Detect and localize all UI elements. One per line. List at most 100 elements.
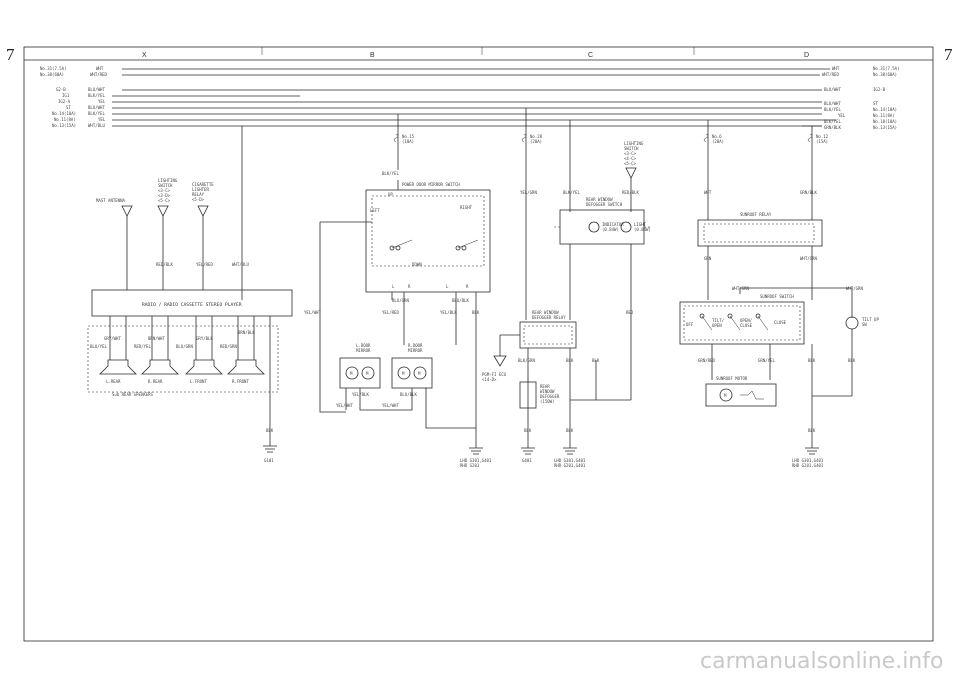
sub-speakers-label: Sub REAR SPEAKERS [112, 392, 154, 397]
feed-destination: No.13(15A) [873, 125, 897, 130]
r-mirror-label: MIRROR [408, 348, 423, 353]
column-label-d: D [804, 52, 809, 59]
feed-destination: No.38(60A) [873, 72, 897, 77]
sunroof-switch-box [679, 301, 805, 345]
feed-destination: No.18(10A) [873, 119, 897, 124]
fuse-15-label: No.15 [402, 134, 415, 139]
indicator-lamp-icon [588, 221, 600, 233]
feed-destination: ST [873, 101, 878, 106]
sunroof-motor-label: SUNROOF MOTOR [716, 376, 748, 381]
r-mirror-label: R.DOOR [408, 343, 423, 348]
fuse-28-label: No.28 [530, 134, 543, 139]
feed-source: IG1 [62, 93, 70, 98]
wire-red: RED [626, 310, 634, 315]
wire-blk: BLK [592, 358, 600, 363]
cigarette-relay-ref: CIGARETTE [192, 182, 214, 187]
wire-blk: BLK [566, 428, 574, 433]
switch-r-label: R [408, 284, 411, 289]
heater-label: WINDOW [540, 389, 555, 394]
switch-tilt-open-label: TILT/ [712, 318, 725, 323]
sunroof-relay-box [697, 219, 823, 247]
sunroof-motor-box [705, 383, 777, 407]
column-label-b: B [370, 52, 375, 59]
sunroof-section: WHT GRN/BLK SUNROOF RELAY GRN WHT/GRN WH… [679, 190, 879, 468]
ground-label: LHD G301,G401 [554, 458, 586, 463]
connector-arrow-icon [157, 205, 169, 217]
motor-icon [361, 366, 375, 380]
heater-label: DEFOGGER [540, 394, 560, 399]
wire-grn-red: GRN/RED [698, 358, 715, 363]
l-mirror-label: L.DOOR [356, 343, 371, 348]
motor-m: M [366, 371, 369, 376]
defogger-heater-icon [519, 381, 537, 409]
light-lamp-icon [620, 221, 632, 233]
defogger-section: YEL/GRN BLK/YEL RED/BLK LIGHTING SWITCH … [482, 126, 652, 468]
lighting-switch-ref: LIGHTING [158, 178, 178, 183]
fuse-28-rating: (20A) [530, 139, 542, 144]
speaker-wire-label: BLU/GRN [176, 344, 193, 349]
feed-wire-color: BLK/YEL [824, 107, 841, 112]
lighting-switch-ref: <3-C> [158, 188, 171, 193]
speaker-wire-label: BLU/YEL [90, 344, 107, 349]
wire-blk-yel: BLK/YEL [563, 190, 580, 195]
ground-icon [263, 445, 277, 453]
switch-left-label: LEFT [370, 208, 380, 213]
feed-destination: IG2-B [873, 87, 886, 92]
wire-yel-grn: YEL/GRN [520, 190, 537, 195]
feed-source: No.31(7.5A) [40, 66, 67, 71]
wire-blu-blk: BLU/BLK [452, 298, 469, 303]
wire-yel-red: YEL/RED [196, 262, 213, 267]
speaker-icon [141, 359, 179, 375]
feed-wire-color: BLK/YEL [88, 111, 105, 116]
wire-grn-yel: GRN/YEL [758, 358, 775, 363]
column-label-x: X [142, 52, 147, 59]
ground-icon [469, 447, 483, 455]
ecu-ref: <14-D> [482, 377, 497, 382]
feed-wire-color: YEL [98, 99, 106, 104]
ecu-ref: PGM-FI ECU [482, 372, 507, 377]
speaker-label: R.REAR [148, 379, 163, 384]
ground-label: G101 [264, 458, 274, 463]
feed-source: IG2-A [58, 99, 71, 104]
speaker-wire-label: RED/YEL [134, 344, 151, 349]
fuse-12-rating: (15A) [816, 139, 828, 144]
defogger-switch-label: DEFOGGER SWITCH [586, 202, 623, 207]
mast-antenna-icon [121, 205, 133, 217]
motor-m: M [402, 371, 405, 376]
connector-arrow-icon [197, 205, 209, 217]
feed-wire-color: WHT/RED [90, 72, 107, 77]
speaker-icon [99, 359, 137, 375]
feed-source: No.13(15A) [52, 123, 76, 128]
tilt-up-label: TILT UP [862, 317, 879, 322]
wire-yel-wht: YEL/WHT [382, 403, 399, 408]
feed-wire-color: WHT [832, 66, 840, 71]
speaker-label: R.FRONT [232, 379, 249, 384]
wire-yel-wht: YEL/WHT [336, 403, 353, 408]
feed-destination: No.31(7.5A) [873, 66, 900, 71]
wire-blk: BLK [808, 428, 816, 433]
feed-destination: No.14(10A) [873, 107, 897, 112]
mirror-feed-wire: BLK/YEL [382, 171, 399, 176]
feed-destination: No.11(8A) [873, 113, 895, 118]
wire-yel-blk: YEL/BLK [352, 392, 369, 397]
feed-source: No.11(8A) [54, 117, 76, 122]
connector-arrow-icon [625, 167, 637, 179]
speaker-label: L.FRONT [190, 379, 207, 384]
feed-source: ST [66, 105, 71, 110]
defogger-relay-label: REAR WINDOW [532, 310, 559, 315]
motor-icon [719, 388, 733, 402]
left-feed-labels: No.31(7.5A) WHT No.38(60A) WHT/RED G2-B … [40, 66, 107, 128]
lighting-switch-ref: <5-C> [624, 161, 637, 166]
wire-wht-grn: WHT/GRN [846, 286, 863, 291]
tilt-up-label: SW [862, 322, 867, 327]
lighting-switch-ref: SWITCH [624, 146, 639, 151]
feed-wire-color: BLK/YEL [824, 119, 841, 124]
switch-up-label: UP [388, 192, 393, 197]
feed-wire-color: WHT/RED [822, 72, 839, 77]
speaker-wire-label: GRY/BLK [196, 336, 213, 341]
ground-label: LHD G301,G401 [460, 458, 492, 463]
wire-grn: GRN [704, 256, 712, 261]
fuse-6-label: No.6 [712, 134, 722, 139]
motor-icon [397, 366, 411, 380]
heater-label: (150W) [540, 399, 554, 404]
